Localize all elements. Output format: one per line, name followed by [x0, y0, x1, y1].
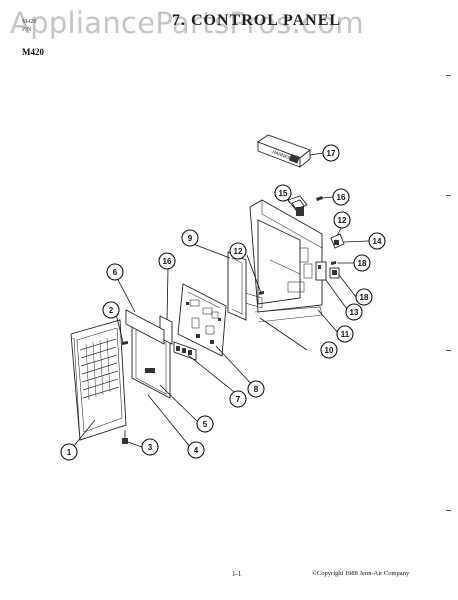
svg-text:2: 2	[109, 306, 114, 315]
copyright: ©Copyright 1988 Jenn-Air Company	[312, 570, 410, 577]
page-number: 1-1	[232, 570, 242, 578]
screw-part	[122, 341, 128, 345]
clip-part	[329, 261, 340, 279]
callout-12-upper: 12	[333, 211, 351, 229]
callout-6: 6	[106, 263, 124, 281]
callout-17: 17	[322, 144, 340, 162]
callout-5: 5	[196, 415, 214, 433]
insulator-sheet-part	[227, 251, 247, 321]
callout-13: 13	[345, 303, 363, 321]
callout-12-lower: 12	[229, 242, 247, 260]
connector-part	[173, 341, 197, 361]
front-panel-part	[70, 319, 127, 441]
switch-bracket-part	[287, 195, 308, 216]
svg-text:14: 14	[373, 237, 382, 246]
svg-text:17: 17	[327, 149, 336, 158]
svg-text:18: 18	[358, 259, 367, 268]
svg-text:11: 11	[341, 330, 350, 339]
relay-part	[315, 261, 327, 281]
callout-14: 14	[368, 232, 386, 250]
callout-3: 3	[141, 438, 159, 456]
edge-mark	[446, 195, 451, 196]
circuit-board-part	[177, 283, 227, 357]
callout-2: 2	[102, 301, 120, 319]
watermark: AppliancePartsPros.com	[10, 6, 364, 40]
edge-mark	[446, 350, 451, 351]
screw-part	[122, 430, 128, 444]
terminal-bracket-part	[330, 233, 345, 249]
svg-text:1: 1	[67, 448, 72, 457]
screw-part	[316, 196, 323, 201]
leader-lines	[68, 152, 370, 453]
callout-16-upper: 16	[332, 188, 350, 206]
callout-8: 8	[247, 380, 265, 398]
header-small-line-2: P/N	[22, 27, 32, 33]
callout-4: 4	[187, 441, 205, 459]
callout-7: 7	[229, 390, 247, 408]
svg-text:6: 6	[113, 268, 118, 277]
svg-text:4: 4	[194, 446, 199, 455]
callout-18-lower: 18	[355, 288, 373, 306]
svg-text:13: 13	[350, 308, 359, 317]
callout-16-left: 16	[158, 252, 176, 270]
svg-text:5: 5	[203, 420, 208, 429]
svg-text:16: 16	[163, 257, 172, 266]
svg-text:15: 15	[279, 189, 288, 198]
header-small-line-1: M420	[22, 19, 37, 25]
model-number: M420	[22, 47, 44, 57]
window-strip-part	[125, 309, 165, 345]
svg-text:8: 8	[254, 385, 259, 394]
svg-text:18: 18	[360, 293, 369, 302]
svg-text:7: 7	[236, 395, 241, 404]
svg-text:12: 12	[234, 247, 243, 256]
svg-text:10: 10	[325, 346, 334, 355]
callout-9: 9	[181, 229, 199, 247]
edge-mark	[446, 510, 451, 511]
callout-15: 15	[274, 184, 292, 202]
callout-18-upper: 18	[353, 254, 371, 272]
control-box-housing	[241, 199, 323, 323]
edge-mark	[446, 75, 451, 76]
callout-1: 1	[60, 443, 78, 461]
callout-11: 11	[336, 325, 354, 343]
svg-text:9: 9	[188, 234, 193, 243]
harness-part: HARNESS	[257, 134, 311, 168]
svg-text:3: 3	[148, 443, 153, 452]
svg-text:16: 16	[337, 193, 346, 202]
callout-10: 10	[320, 341, 338, 359]
svg-text:12: 12	[338, 216, 347, 225]
page-title: 7. CONTROL PANEL	[172, 12, 342, 29]
